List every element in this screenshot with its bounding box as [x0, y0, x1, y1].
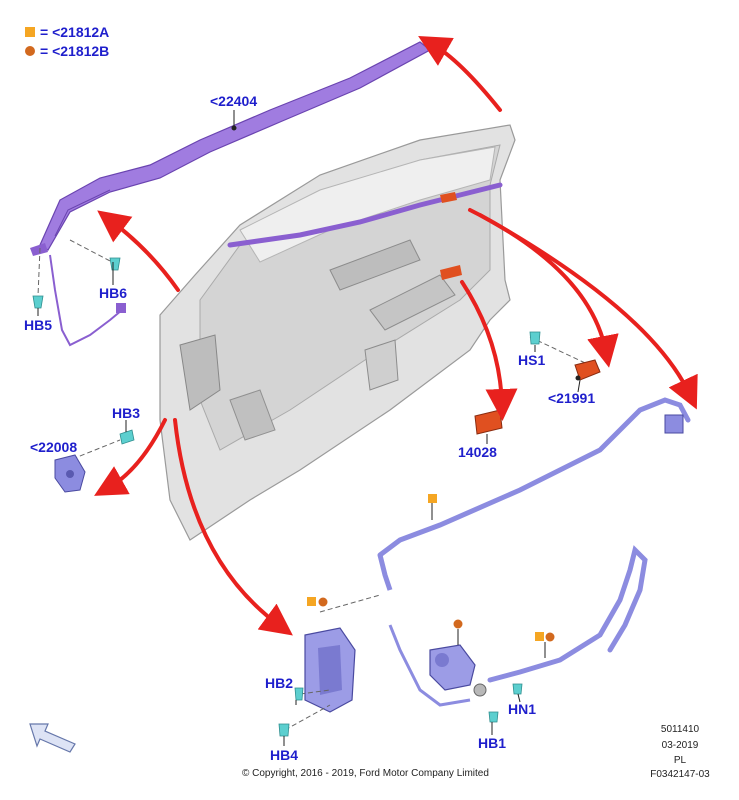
fastener-hb2 [294, 687, 331, 701]
actuator-motor [429, 619, 487, 697]
label-14028: 14028 [458, 444, 497, 460]
fastener-hb4 [278, 704, 331, 737]
copyright-notice: © Copyright, 2016 - 2019, Ford Motor Com… [242, 768, 489, 779]
marker-square-icon [428, 494, 437, 503]
legend-item-21812b: = <21812B [40, 43, 109, 59]
document-code: 5011410 [660, 724, 700, 735]
fastener-hb1 [488, 711, 499, 723]
label-22008: <22008 [30, 439, 77, 455]
door-latch [304, 594, 381, 713]
arrow-to-latch [173, 418, 293, 636]
label-hb4: HB4 [270, 747, 298, 763]
fastener-hb5 [32, 247, 44, 309]
marker-square-icon [307, 597, 316, 606]
switch-14028 [474, 409, 503, 435]
label-hb1: HB1 [478, 735, 506, 751]
long-cable [377, 397, 691, 591]
lower-right-cable [388, 545, 648, 707]
legend-item-21812a: = <21812A [40, 24, 109, 40]
label-hn1: HN1 [508, 701, 536, 717]
arrow-to-14028 [460, 280, 518, 421]
bracket-22008 [54, 429, 135, 493]
callout-arrows [94, 36, 698, 636]
legend-square-icon [25, 27, 35, 37]
label-hs1: HS1 [518, 352, 545, 368]
front-arrow-icon [29, 723, 76, 753]
label-hb2: HB2 [265, 675, 293, 691]
marker-circle-icon [545, 632, 555, 642]
arrow-to-cable [478, 213, 698, 410]
figure-number: F0342147-03 [650, 769, 710, 780]
hb5-cable [49, 254, 126, 347]
label-21991: <21991 [548, 390, 595, 406]
fastener-hn1 [512, 683, 523, 695]
marker-circle-icon [453, 619, 463, 629]
label-hb5: HB5 [24, 317, 52, 333]
label-22404: <22404 [210, 93, 257, 109]
legend-circle-icon [25, 46, 35, 56]
legend: = <21812A = <21812B [25, 24, 109, 59]
door-body [159, 124, 516, 541]
arrow-to-22008 [94, 418, 167, 496]
marker-circle-icon [318, 597, 328, 607]
label-hb3: HB3 [112, 405, 140, 421]
document-date: 03-2019 [661, 740, 699, 751]
marker-square-icon [535, 632, 544, 641]
leader-lines [37, 110, 581, 746]
arrow-to-trim-left [97, 210, 180, 292]
document-language: PL [673, 755, 687, 766]
label-hb6: HB6 [99, 285, 127, 301]
arrow-to-22404 [418, 36, 502, 112]
